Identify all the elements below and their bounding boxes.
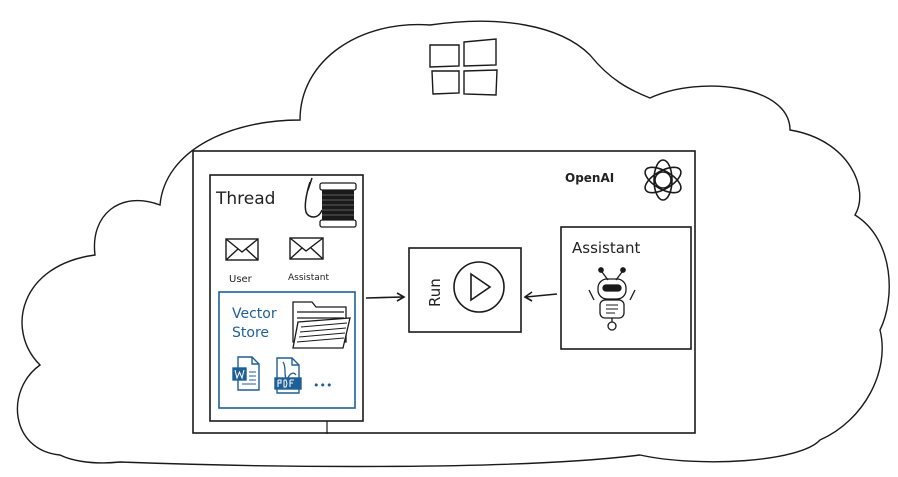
word-document-icon [232,356,260,391]
assistant-message-label: Assistant [288,273,329,283]
windows-logo-icon [429,38,498,96]
vector-store-title-line2: Store [232,325,269,341]
arrow-thread-to-run [365,292,406,302]
run-label: Run [426,278,444,307]
openai-label: OpenAI [565,171,614,185]
openai-logo-icon [644,159,682,201]
run-box [408,247,522,333]
assistant-message-envelope-icon [289,237,324,260]
thread-title: Thread [215,189,275,209]
robot-icon [588,267,636,331]
play-icon [453,261,505,313]
arrow-assistant-to-run [523,291,558,302]
more-files-ellipsis: ••• [313,379,332,392]
assistant-title: Assistant [572,239,640,257]
azure-cloud-outline [16,20,890,468]
user-message-envelope-icon [225,238,259,261]
user-message-label: User [229,274,253,285]
spool-of-thread-icon [304,177,357,228]
vector-store-title-line1: Vector [232,306,277,322]
pdf-document-icon [274,357,302,394]
folder-icon [292,301,351,349]
